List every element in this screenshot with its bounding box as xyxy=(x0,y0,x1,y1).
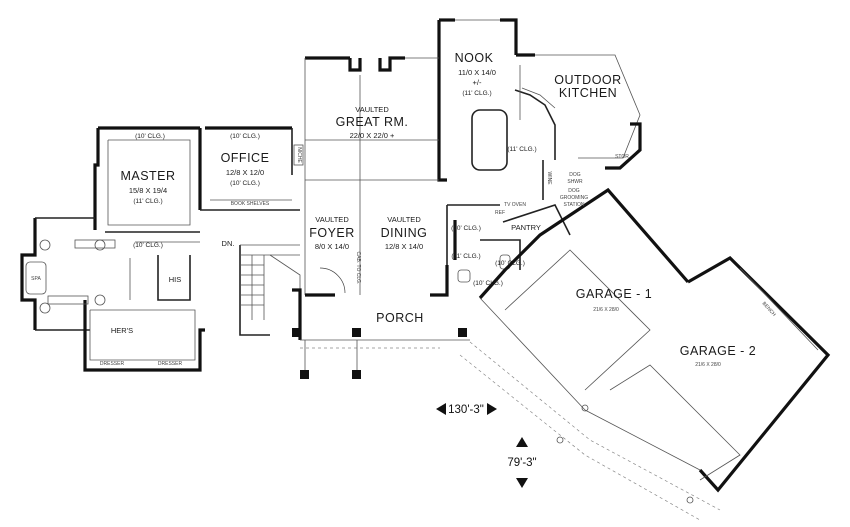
overall-width: 130'-3" xyxy=(448,404,484,416)
cab-label: CAB. TO CLG. xyxy=(355,252,361,285)
master-ceiling-bottom: (10' CLG.) xyxy=(133,242,163,249)
hers-name: HER'S xyxy=(111,326,133,335)
outdoor-kitchen-line1: OUTDOOR xyxy=(554,73,621,87)
tv-oven-name: TV OVEN xyxy=(504,202,526,208)
office-ceiling: (10' CLG.) xyxy=(230,180,260,187)
wine-label: WINE xyxy=(546,171,552,185)
master-dims: 15/8 X 19/4 xyxy=(129,186,167,195)
pantry-walls xyxy=(453,204,571,283)
outdoor-kitchen-line2: KITCHEN xyxy=(559,86,617,100)
arrow-up-icon xyxy=(516,437,528,447)
office-walls xyxy=(198,126,304,211)
master-ceiling: (11' CLG.) xyxy=(133,198,162,205)
dresser-2-label: DRESSER xyxy=(158,361,183,367)
foyer-dims: 8/0 X 14/0 xyxy=(315,242,349,251)
stairs xyxy=(239,244,346,340)
refr-name: REF xyxy=(495,210,505,216)
half-bath-ceiling: (10' CLG.) xyxy=(473,280,503,287)
nook-ceiling: (11' CLG.) xyxy=(462,90,491,97)
dresser-1-label: DRESSER xyxy=(100,361,125,367)
dn-name: DN. xyxy=(222,239,235,248)
stor-name: STOR xyxy=(615,154,629,160)
overall-depth: 79'-3" xyxy=(507,457,536,469)
bath-walls xyxy=(20,217,205,372)
garage-2-name: GARAGE - 2 xyxy=(680,344,757,358)
arrow-right-icon xyxy=(487,403,497,415)
nook-outdoor-kitchen-walls xyxy=(437,18,642,200)
master-walls xyxy=(93,126,200,243)
foyer-name: FOYER xyxy=(309,226,355,240)
great-room-name: GREAT RM. xyxy=(336,115,409,129)
dog-shwr-line1: DOG xyxy=(569,172,581,178)
room-labels: NOOK 11/0 X 14/0 +/- (11' CLG.) OUTDOOR … xyxy=(31,51,777,469)
dog-grooming-line3: STATION xyxy=(564,202,585,208)
dining-name: DINING xyxy=(381,226,428,240)
dog-shwr-line2: SHWR xyxy=(567,179,583,185)
dog-grooming-line1: DOG xyxy=(568,188,580,194)
master-ceiling-top: (10' CLG.) xyxy=(135,133,165,140)
great-room-vaulted: VAULTED xyxy=(355,105,389,114)
master-name: MASTER xyxy=(120,169,175,183)
his-name: HIS xyxy=(169,275,182,284)
spa-name: SPA xyxy=(31,276,41,282)
garage-2-walls xyxy=(584,256,831,493)
porch-name: PORCH xyxy=(376,311,424,325)
foyer-vaulted: VAULTED xyxy=(315,215,349,224)
nook-dims: 11/0 X 14/0 xyxy=(458,68,496,77)
garage-2-dims: 21/6 X 28/0 xyxy=(695,362,721,368)
office-name: OFFICE xyxy=(221,151,270,165)
office-ceiling-top: (10' CLG.) xyxy=(230,133,260,140)
small-ceiling: (10' CLG.) xyxy=(495,260,525,267)
garage-1-dims: 21/6 X 28/0 xyxy=(593,307,619,313)
dining-vaulted: VAULTED xyxy=(387,215,421,224)
dining-dims: 12/8 X 14/0 xyxy=(385,242,423,251)
hall-ceiling: (10' CLG.) xyxy=(451,225,481,232)
dimension-arrows xyxy=(436,403,528,488)
pantry-name: PANTRY xyxy=(511,223,541,232)
dog-grooming-line2: GROOMING xyxy=(560,195,588,201)
great-room-dims: 22/0 X 22/0 + xyxy=(350,131,395,140)
niche-label: NICHE xyxy=(296,147,302,163)
pantry-ceiling: (11' CLG.) xyxy=(451,253,480,260)
arrow-down-icon xyxy=(516,478,528,488)
garage-1-walls xyxy=(478,187,690,411)
garage-1-name: GARAGE - 1 xyxy=(576,287,653,301)
great-room-walls xyxy=(304,56,500,297)
arrow-left-icon xyxy=(436,403,446,415)
nook-plus: +/- xyxy=(473,78,482,87)
office-dims: 12/8 X 12/0 xyxy=(226,168,264,177)
porch xyxy=(292,328,721,521)
office-book-shelves: BOOK SHELVES xyxy=(231,201,270,207)
nook-name: NOOK xyxy=(455,51,494,65)
kitchen-ceiling: (11' CLG.) xyxy=(507,146,536,153)
